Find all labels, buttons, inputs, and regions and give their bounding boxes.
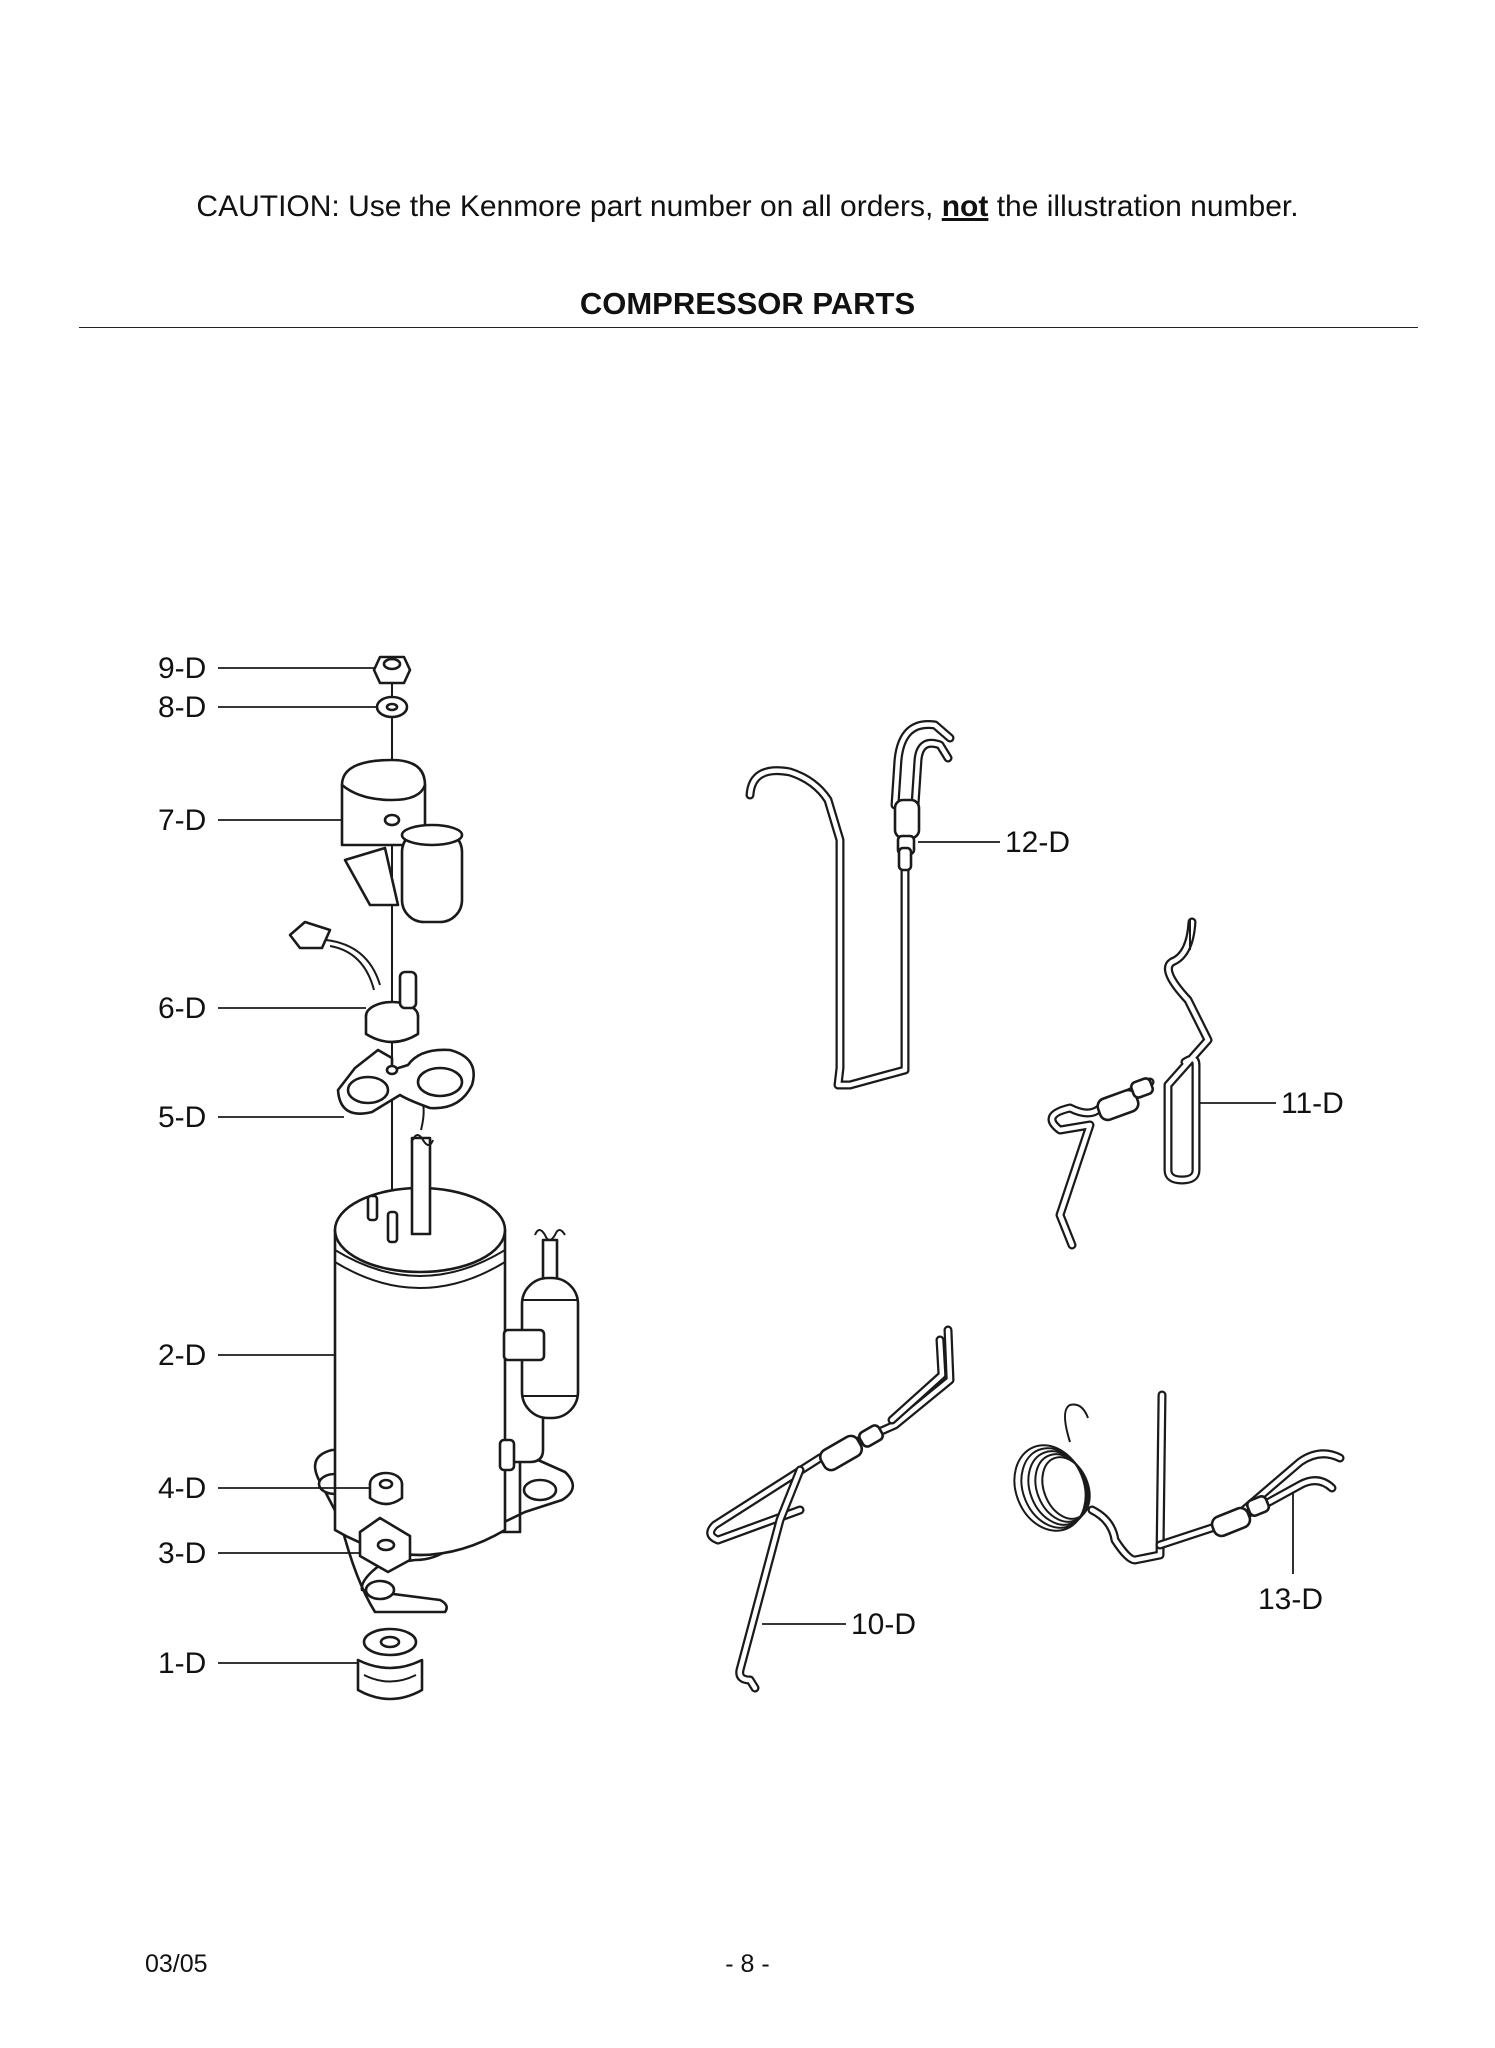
capillary-coil-13 (1013, 1390, 1345, 1565)
caution-notice: CAUTION: Use the Kenmore part number on … (0, 190, 1495, 224)
caution-emphasis: not (941, 190, 989, 223)
footer-date: 03/05 (145, 1950, 208, 1978)
callout-3: 3-D (158, 1537, 206, 1570)
callout-2: 2-D (158, 1339, 206, 1372)
capillary-tube-12 (745, 719, 955, 1090)
gasket (336, 1048, 475, 1115)
callout-5: 5-D (158, 1101, 206, 1134)
callout-1: 1-D (158, 1647, 206, 1680)
callout-12: 12-D (1005, 826, 1070, 859)
accumulator (498, 1229, 580, 1472)
capillary-tube-11 (1047, 917, 1213, 1250)
terminal-cover (340, 758, 464, 924)
mounting-bracket (358, 1516, 412, 1601)
washer (375, 695, 409, 719)
overload-protector (288, 920, 420, 1044)
section-title: COMPRESSOR PARTS (579, 286, 916, 321)
page-number: - 8 - (725, 1950, 770, 1978)
capillary-tube-10 (706, 1325, 955, 1693)
callout-10: 10-D (851, 1608, 916, 1641)
callout-6: 6-D (158, 992, 206, 1025)
callout-13: 13-D (1258, 1583, 1323, 1616)
callout-7: 7-D (158, 804, 206, 837)
grommet-nut (368, 1471, 404, 1506)
rubber-foot (356, 1627, 424, 1701)
compressor-body (313, 1103, 575, 1614)
caution-prefix: CAUTION: Use the Kenmore part number on … (196, 190, 934, 223)
callout-8: 8-D (158, 691, 206, 724)
callout-4: 4-D (158, 1472, 206, 1505)
callout-11: 11-D (1281, 1087, 1344, 1120)
caution-suffix: the illustration number. (996, 190, 1299, 223)
callout-9: 9-D (158, 652, 206, 685)
nut (372, 655, 412, 685)
section-divider (79, 327, 1418, 328)
